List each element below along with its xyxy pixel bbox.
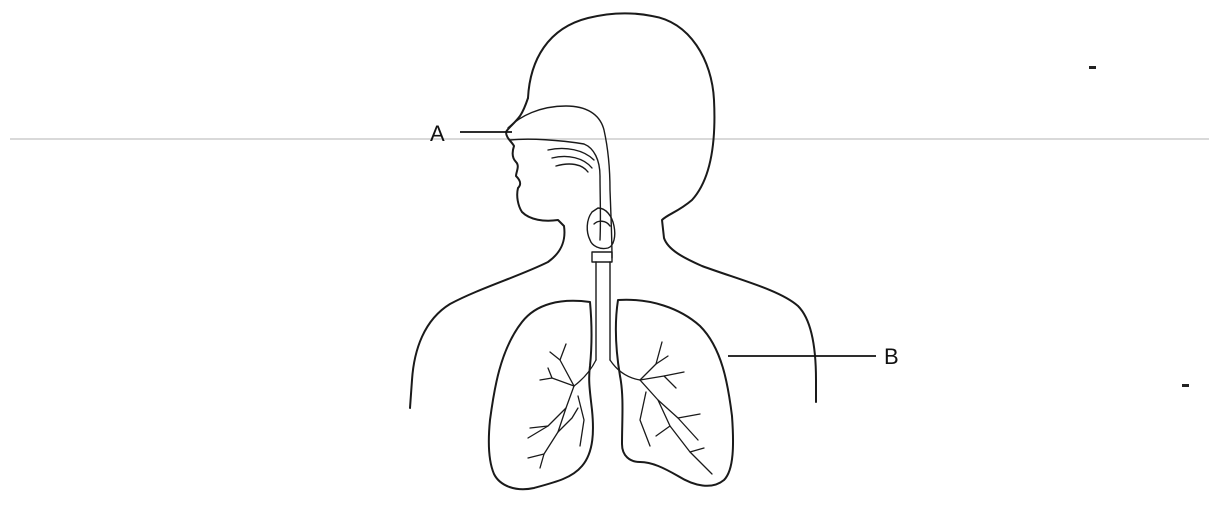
label-a-text: A — [430, 121, 445, 146]
right-lung — [610, 300, 733, 486]
speck-top-right — [1089, 66, 1096, 69]
left-lung — [489, 301, 596, 489]
trachea — [596, 262, 610, 360]
label-a: A — [430, 121, 512, 146]
speck-bottom-right — [1182, 384, 1189, 387]
airway-passage — [508, 106, 612, 258]
label-b-text: B — [884, 344, 899, 369]
body-outline — [410, 13, 816, 408]
